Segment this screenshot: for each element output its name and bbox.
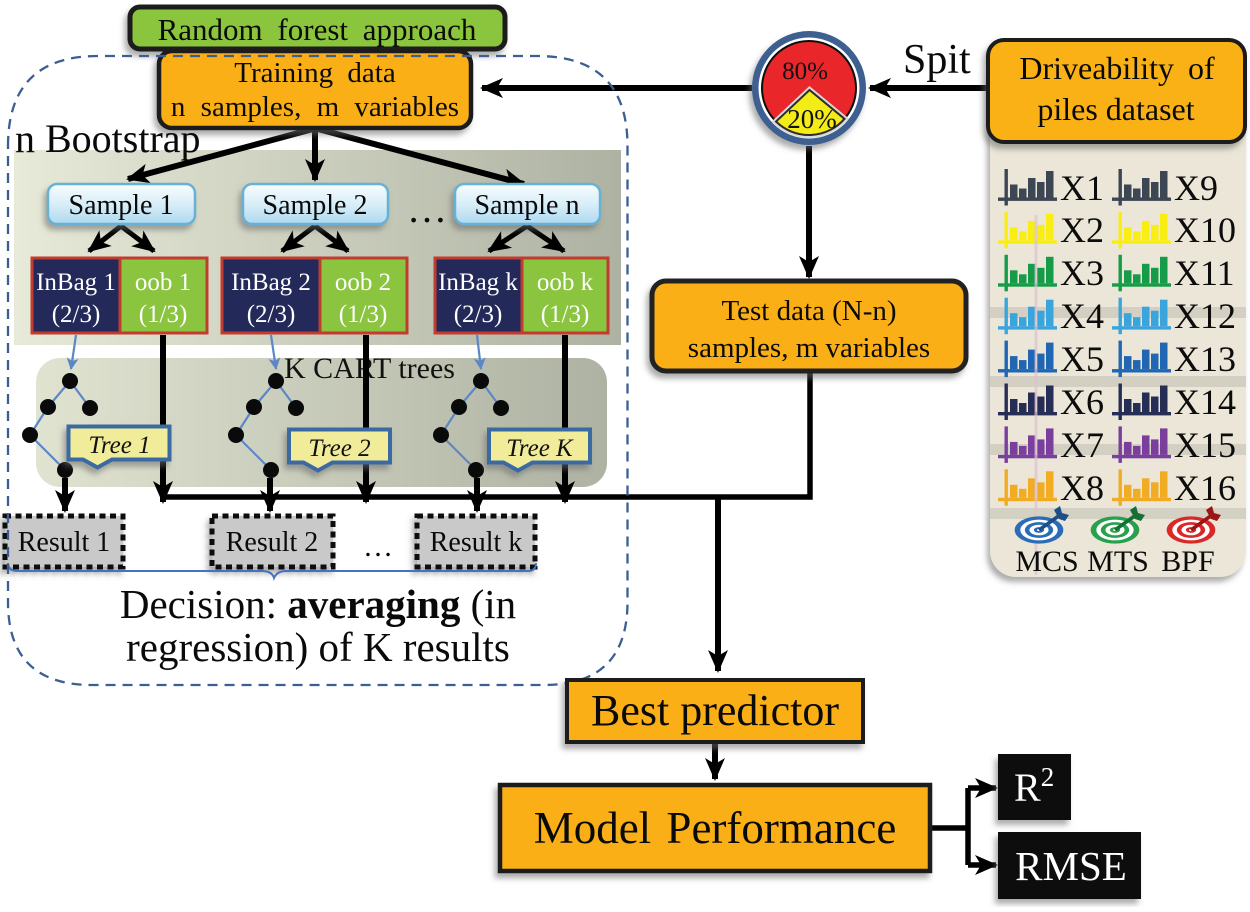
svg-text:InBag k: InBag k: [438, 269, 518, 296]
svg-text:K CART trees: K CART trees: [284, 352, 455, 385]
svg-text:Test data (N-n): Test data (N-n): [721, 295, 896, 327]
svg-text:X5: X5: [1060, 339, 1104, 379]
svg-text:X16: X16: [1174, 468, 1236, 508]
svg-text:n samples, m variables: n samples, m variables: [171, 91, 459, 123]
svg-text:RMSE: RMSE: [1015, 843, 1127, 889]
svg-text:Training data: Training data: [234, 57, 396, 89]
svg-text:(1/3): (1/3): [541, 301, 590, 328]
svg-text:n Bootstrap: n Bootstrap: [15, 116, 201, 161]
svg-text:X9: X9: [1174, 168, 1218, 208]
svg-text:samples, m variables: samples, m variables: [688, 332, 930, 364]
svg-text:(2/3): (2/3): [454, 301, 503, 328]
svg-text:80%: 80%: [782, 58, 828, 85]
svg-text:Random forest approach: Random forest approach: [158, 12, 477, 47]
svg-text:oob 2: oob 2: [335, 269, 391, 296]
svg-text:X1: X1: [1060, 168, 1104, 208]
svg-text:X3: X3: [1060, 253, 1104, 293]
svg-text:X8: X8: [1060, 468, 1104, 508]
svg-text:piles dataset: piles dataset: [1037, 91, 1194, 127]
svg-text:Best predictor: Best predictor: [591, 686, 839, 735]
svg-text:Model Performance: Model Performance: [534, 803, 897, 853]
svg-text:oob k: oob k: [537, 269, 594, 296]
svg-text:Sample 1: Sample 1: [69, 190, 174, 221]
svg-text:(1/3): (1/3): [139, 301, 188, 328]
svg-text:Sample n: Sample n: [475, 190, 580, 221]
svg-text:Tree 2: Tree 2: [308, 435, 370, 462]
svg-text:InBag 2: InBag 2: [231, 269, 311, 296]
svg-text:X12: X12: [1174, 296, 1236, 336]
svg-text:X4: X4: [1060, 296, 1104, 336]
svg-text:X6: X6: [1060, 382, 1104, 422]
svg-text:Driveability of: Driveability of: [1019, 50, 1215, 86]
svg-text:(2/3): (2/3): [52, 301, 101, 328]
svg-text:MCS: MCS: [1015, 545, 1078, 578]
svg-text:Result 2: Result 2: [226, 527, 319, 558]
svg-text:oob 1: oob 1: [135, 269, 191, 296]
svg-text:X10: X10: [1174, 210, 1236, 250]
svg-text:BPF: BPF: [1161, 545, 1214, 578]
svg-text:X15: X15: [1174, 425, 1236, 465]
svg-text:20%: 20%: [787, 104, 837, 134]
svg-text:Sample 2: Sample 2: [263, 190, 368, 221]
svg-text:(1/3): (1/3): [339, 301, 388, 328]
svg-text:…: …: [363, 530, 393, 563]
svg-text:X7: X7: [1060, 425, 1104, 465]
svg-text:X11: X11: [1174, 253, 1235, 293]
svg-text:(2/3): (2/3): [247, 301, 296, 328]
svg-text:Tree K: Tree K: [506, 435, 574, 462]
svg-text:X13: X13: [1174, 339, 1236, 379]
svg-text:X2: X2: [1060, 210, 1104, 250]
svg-text:Result 1: Result 1: [18, 527, 111, 558]
svg-text:X14: X14: [1174, 382, 1236, 422]
svg-text:Spit: Spit: [903, 37, 971, 83]
svg-text:regression) of K results: regression) of K results: [126, 624, 510, 670]
svg-text:Tree 1: Tree 1: [88, 432, 150, 459]
svg-text:…: …: [407, 186, 447, 231]
svg-text:Result k: Result k: [430, 527, 523, 558]
svg-text:InBag 1: InBag 1: [36, 269, 116, 296]
svg-text:MTS: MTS: [1087, 545, 1149, 578]
svg-text:Decision: averaging (in: Decision: averaging (in: [120, 581, 516, 627]
